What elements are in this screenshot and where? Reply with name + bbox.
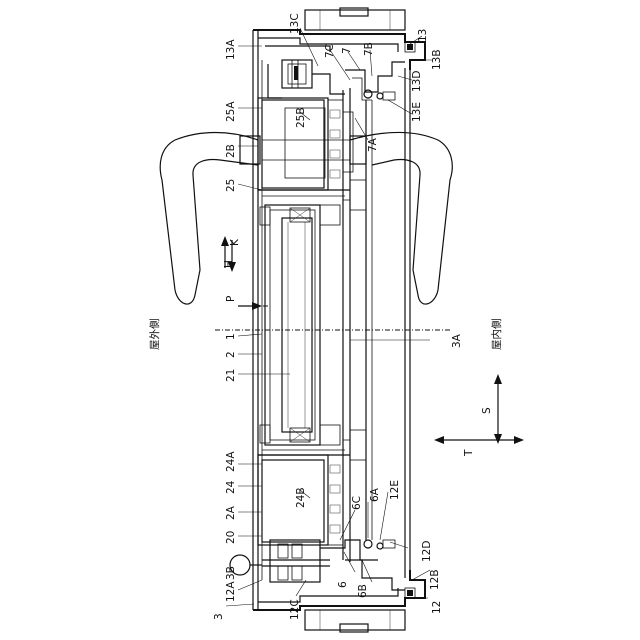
label-25B: 25B (295, 107, 307, 128)
label-7A: 7A (367, 137, 379, 152)
label-6B: 6B (357, 584, 369, 598)
side-indoor-label: 屋内側 (490, 319, 503, 351)
indoor-lever-handle (350, 133, 452, 305)
label-12C: 12C (289, 599, 301, 620)
label-2B: 2B (225, 144, 237, 158)
label-25: 25 (225, 179, 237, 192)
label-S: S (481, 407, 493, 414)
glass-panel (260, 205, 340, 445)
label-12D: 12D (421, 541, 433, 562)
leader-lines (226, 28, 432, 606)
label-K: K (229, 238, 241, 246)
label-7B: 7B (363, 42, 375, 56)
label-13C: 13C (289, 13, 301, 34)
label-1: 1 (225, 333, 237, 340)
label-13D: 13D (411, 71, 423, 92)
label-6: 6 (337, 581, 349, 588)
label-12B: 12B (429, 569, 441, 590)
arrow-s (494, 374, 502, 444)
label-6A: 6A (369, 487, 381, 502)
label-7C: 7C (324, 44, 336, 58)
label-12A: 12A (225, 581, 237, 602)
label-20: 20 (225, 531, 237, 544)
label-25A: 25A (225, 101, 237, 122)
outdoor-lever-handle (160, 133, 258, 305)
window-frame-outline (253, 8, 425, 632)
spindle-25 (240, 136, 366, 164)
label-2A: 2A (225, 505, 237, 520)
label-24: 24 (225, 480, 237, 494)
side-outdoor-label: 屋外側 (148, 319, 161, 351)
label-13: 13 (417, 29, 429, 42)
label-3B: 3B (225, 566, 237, 580)
center-line (215, 306, 450, 330)
label-2: 2 (225, 351, 237, 358)
label-3: 3 (213, 613, 225, 620)
label-21: 21 (225, 369, 237, 382)
label-7: 7 (341, 47, 353, 54)
label-13A: 13A (225, 39, 237, 60)
label-13E: 13E (411, 102, 423, 122)
label-3A: 3A (451, 333, 463, 348)
label-T: T (463, 449, 475, 457)
label-H: H (223, 260, 235, 268)
label-12E: 12E (389, 480, 401, 500)
label-P: P (225, 296, 237, 302)
label-12: 12 (431, 601, 443, 614)
label-24A: 24A (225, 451, 237, 472)
label-6C: 6C (351, 496, 363, 510)
label-24B: 24B (295, 487, 307, 508)
reference-labels: 13C 13A 7C 7 7B 13 13B 13D 25A 25B 13E 2… (148, 13, 503, 620)
arrow-t (434, 436, 524, 444)
label-13B: 13B (431, 49, 443, 70)
